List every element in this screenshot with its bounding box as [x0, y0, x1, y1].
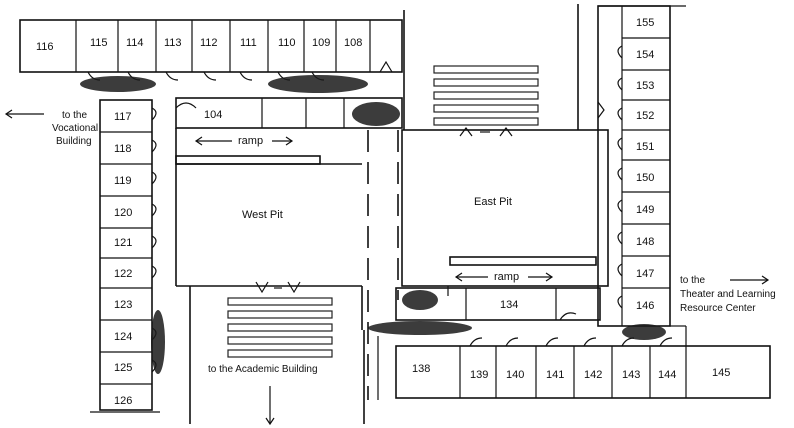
room-122-label: 122	[114, 268, 132, 280]
room-126-label: 126	[114, 395, 132, 407]
room-119-label: 119	[114, 175, 132, 187]
room-120-label: 120	[114, 207, 132, 219]
vocational-label-line1: to the	[62, 110, 87, 121]
vocational-label-line3: Building	[56, 136, 92, 147]
academic-direction	[265, 386, 275, 426]
room-152-label: 152	[636, 110, 654, 122]
room-154-label: 154	[636, 49, 654, 61]
theater-label-line1: to the	[680, 275, 705, 286]
room-109-label: 109	[312, 37, 330, 49]
west-pit-label: West Pit	[242, 209, 283, 221]
vocational-label-line2: Vocational	[52, 123, 98, 134]
room-112-label: 112	[200, 37, 218, 49]
room-117-label: 117	[114, 111, 132, 123]
room-124-label: 124	[114, 331, 132, 343]
top-room-row	[19, 19, 403, 81]
room-146-label: 146	[636, 300, 654, 312]
bottom-room-row	[377, 325, 771, 400]
room-115-label: 115	[90, 37, 108, 49]
lower-stairs	[227, 281, 333, 358]
room-143-label: 143	[622, 369, 640, 381]
room-104-block	[175, 97, 403, 129]
room-139-label: 139	[470, 369, 488, 381]
room-141-label: 141	[546, 369, 564, 381]
room-147-label: 147	[636, 268, 654, 280]
central-passage	[361, 10, 405, 400]
room-123-label: 123	[114, 299, 132, 311]
vocational-direction	[4, 109, 44, 119]
room-153-label: 153	[636, 80, 654, 92]
west-pit-area	[175, 128, 362, 287]
room-116-label: 116	[36, 41, 54, 53]
room-113-label: 113	[164, 37, 182, 49]
room-118-label: 118	[114, 143, 132, 155]
room-142-label: 142	[584, 369, 602, 381]
room-155-label: 155	[636, 17, 654, 29]
theater-label-line3: Resource Center	[680, 303, 756, 314]
room-138-label: 138	[412, 363, 430, 375]
room-144-label: 144	[658, 369, 676, 381]
east-ramp-label: ramp	[494, 271, 519, 283]
outer-walls	[189, 4, 579, 424]
theater-direction	[730, 275, 770, 285]
academic-label: to the Academic Building	[208, 364, 318, 375]
room-140-label: 140	[506, 369, 524, 381]
room-148-label: 148	[636, 236, 654, 248]
room-108-label: 108	[344, 37, 362, 49]
room-151-label: 151	[636, 141, 654, 153]
theater-label-line2: Theater and Learning	[680, 289, 776, 300]
upper-stairs	[433, 65, 539, 137]
room-150-label: 150	[636, 172, 654, 184]
east-pit-label: East Pit	[474, 196, 512, 208]
room-125-label: 125	[114, 362, 132, 374]
room-149-label: 149	[636, 204, 654, 216]
room-110-label: 110	[278, 37, 296, 49]
room-134-label: 134	[500, 299, 518, 311]
ink-smudges	[80, 75, 666, 374]
room-121-label: 121	[114, 237, 132, 249]
room-145-label: 145	[712, 367, 730, 379]
room-111-label: 111	[240, 37, 257, 49]
room-134-block	[395, 287, 601, 321]
room-104-label: 104	[204, 109, 222, 121]
room-114-label: 114	[126, 37, 144, 49]
west-ramp-label: ramp	[238, 135, 263, 147]
